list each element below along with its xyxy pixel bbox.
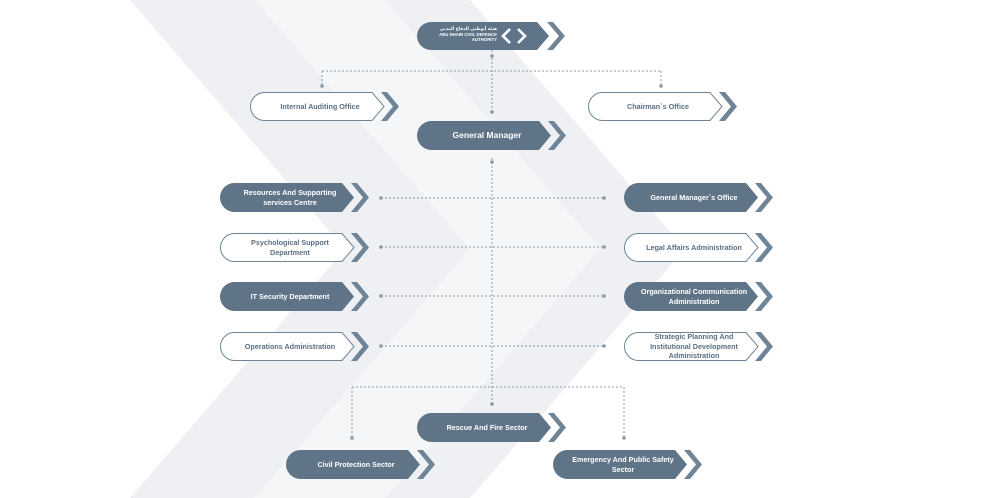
general-managers-office-label: General Manager`s Office — [650, 192, 738, 202]
connector-dot — [602, 344, 606, 348]
resources-supporting-services-label: Resources And Supporting services Centre — [243, 188, 337, 207]
legal-affairs-administration-label: Legal Affairs Administration — [646, 242, 742, 252]
civil-protection-sector-label: Civil Protection Sector — [317, 459, 395, 469]
resources-supporting-services-node[interactable]: Resources And Supporting services Centre — [220, 183, 370, 212]
psychological-support-department-node[interactable]: Psychological Support Department — [220, 233, 370, 262]
general-managers-office-node[interactable]: General Manager`s Office — [624, 183, 774, 212]
operations-administration-label: Operations Administration — [244, 341, 336, 351]
adcda-logo-icon — [501, 28, 527, 44]
background-chevron-band-middle — [255, 0, 600, 498]
general-manager-node[interactable]: General Manager — [417, 121, 567, 150]
connector-dot — [379, 245, 383, 249]
chairmans-office-node[interactable]: Chairman`s Office — [588, 92, 738, 121]
connector-dot — [350, 436, 354, 440]
psychological-support-department-label: Psychological Support Department — [251, 238, 329, 257]
it-security-department-label: IT Security Department — [250, 291, 330, 301]
connector-dot — [659, 84, 663, 88]
authority-logo-node[interactable]: هيئة أبوظبي للدفاع المدني ABU DHABI CIVI… — [417, 22, 567, 50]
connector-dot — [490, 160, 494, 164]
authority-name-line2: AUTHORITY — [471, 37, 497, 43]
connector-dot — [602, 245, 606, 249]
authority-name-arabic: هيئة أبوظبي للدفاع المدني — [439, 27, 497, 32]
rescue-and-fire-sector-node[interactable]: Rescue And Fire Sector — [417, 413, 567, 442]
connector-dot — [379, 294, 383, 298]
connector-dot — [379, 344, 383, 348]
internal-auditing-office-label: Internal Auditing Office — [280, 101, 360, 111]
internal-auditing-office-node[interactable]: Internal Auditing Office — [250, 92, 400, 121]
emergency-public-safety-sector-node[interactable]: Emergency And Public Safety Sector — [553, 450, 703, 479]
strategic-planning-node[interactable]: Strategic Planning And Institutional Dev… — [624, 332, 774, 361]
chairmans-office-label: Chairman`s Office — [627, 101, 689, 111]
connector-dot — [602, 294, 606, 298]
authority-name-line1: ABU DHABI CIVIL DEFENCE — [439, 32, 497, 38]
strategic-planning-label: Strategic Planning And Institutional Dev… — [650, 332, 738, 361]
connector-dot — [490, 110, 494, 114]
general-manager-label: General Manager — [452, 129, 522, 140]
connector-dot — [490, 54, 494, 58]
emergency-public-safety-sector-label: Emergency And Public Safety Sector — [572, 455, 674, 474]
connector-dot — [602, 196, 606, 200]
it-security-department-node[interactable]: IT Security Department — [220, 282, 370, 311]
rescue-and-fire-sector-label: Rescue And Fire Sector — [446, 422, 528, 432]
authority-logo-text: هيئة أبوظبي للدفاع المدني ABU DHABI CIVI… — [439, 27, 497, 43]
connector-dot — [490, 402, 494, 406]
legal-affairs-administration-node[interactable]: Legal Affairs Administration — [624, 233, 774, 262]
operations-administration-node[interactable]: Operations Administration — [220, 332, 370, 361]
connector-dot — [320, 84, 324, 88]
connector-dot — [622, 436, 626, 440]
connector-dot — [379, 196, 383, 200]
organizational-communication-label: Organizational Communication Administrat… — [640, 287, 748, 306]
civil-protection-sector-node[interactable]: Civil Protection Sector — [286, 450, 436, 479]
organizational-communication-node[interactable]: Organizational Communication Administrat… — [624, 282, 774, 311]
